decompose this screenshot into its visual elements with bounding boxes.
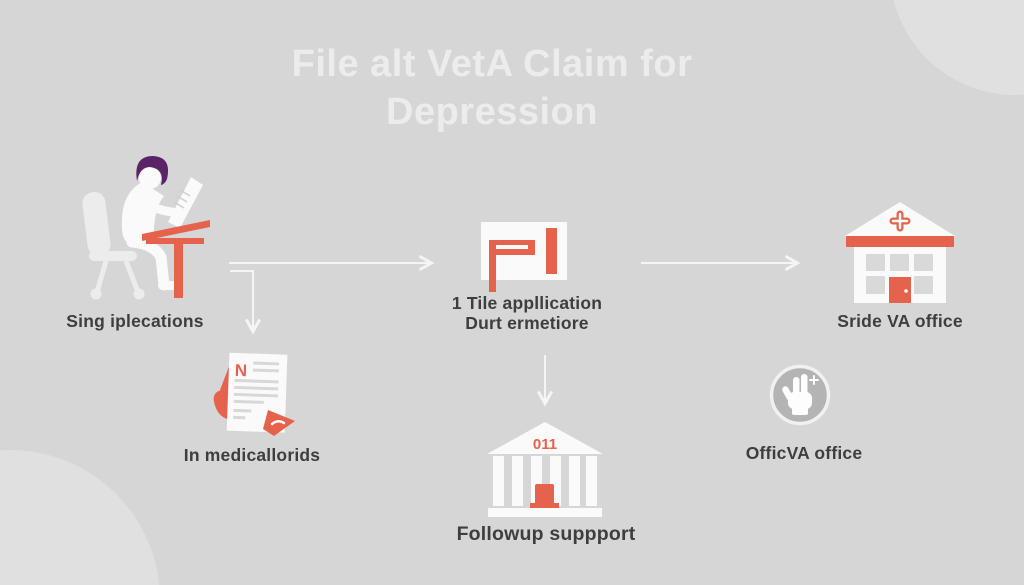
reading-paper <box>168 177 203 228</box>
label-sign: Sing iplecations <box>66 311 204 331</box>
desk <box>142 220 210 298</box>
label-application-line2: Durt ermetiore <box>465 313 589 333</box>
hair <box>136 156 169 185</box>
house-icon <box>845 202 955 303</box>
person-reading-at-desk-icon <box>82 156 210 300</box>
bank-door <box>530 484 559 508</box>
label-application-line1: 1 Tile appllication <box>451 293 603 313</box>
building-number: 011 <box>533 436 557 453</box>
application-card-icon <box>481 222 567 292</box>
corner-hand <box>263 410 295 436</box>
doc-letter: N <box>235 361 248 380</box>
decor-circle-top-right <box>890 0 1024 95</box>
windows <box>866 254 933 294</box>
columns <box>493 456 597 506</box>
page-title: File alt VetA Claim for Depression <box>92 40 892 136</box>
label-va-office: Sride VA office <box>837 311 963 331</box>
label-office-badge: OfficVA office <box>745 443 863 463</box>
door <box>889 277 911 303</box>
doc-text-lines <box>233 361 280 420</box>
label-followup: Followup suppport <box>456 523 636 545</box>
title-line-1: File alt VetA Claim for <box>291 43 693 85</box>
title-line-2: Depression <box>386 91 598 133</box>
hand-badge-icon <box>769 364 831 426</box>
label-medical-records: In medicallorids <box>183 445 321 465</box>
chair <box>82 192 145 300</box>
decor-circle-bottom-left <box>0 450 160 585</box>
sparkle-icon <box>809 375 819 385</box>
bank-building-icon: 011 <box>487 422 603 517</box>
cross-emblem-icon <box>889 210 911 232</box>
medical-document-icon: N <box>213 352 295 436</box>
raised-hand-icon <box>782 374 812 415</box>
label-application: 1 Tile appllication Durt ermetiore <box>427 293 627 333</box>
